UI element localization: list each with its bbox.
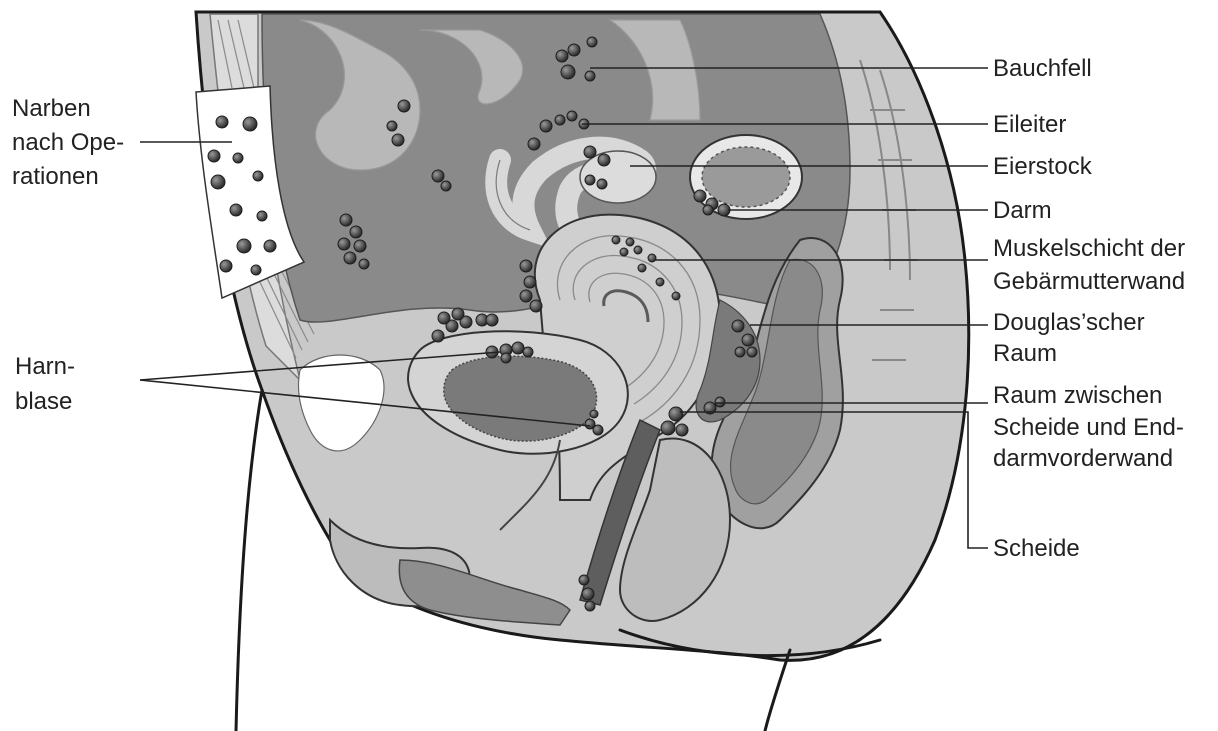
lesion-nodule: [528, 138, 540, 150]
lesion-nodule: [520, 260, 532, 272]
label-darm: Darm: [993, 197, 1052, 224]
lesion-nodule: [694, 190, 706, 202]
lesion-nodule: [584, 146, 596, 158]
lesion-nodule: [612, 236, 620, 244]
lesion-nodule: [582, 588, 594, 600]
lesion-nodule: [237, 239, 251, 253]
lesion-nodule: [579, 575, 589, 585]
lesion-nodule: [585, 71, 595, 81]
lesion-nodule: [669, 407, 683, 421]
label-bauchfell: Bauchfell: [993, 55, 1092, 82]
lesion-nodule: [747, 347, 757, 357]
lesion-nodule: [216, 116, 228, 128]
lesion-nodule: [350, 226, 362, 238]
lesion-nodule: [512, 342, 524, 354]
label-narben: Narben nach Ope- rationen: [12, 95, 131, 190]
lesion-nodule: [555, 115, 565, 125]
lesion-nodule: [598, 154, 610, 166]
label-eierstock: Eierstock: [993, 153, 1093, 180]
lesion-nodule: [590, 410, 598, 418]
lesion-nodule: [438, 312, 450, 324]
label-douglas: Douglas’scher Raum: [993, 309, 1151, 367]
label-muskelschicht: Muskelschicht der Gebärmutterwand: [993, 235, 1192, 295]
lesion-nodule: [561, 65, 575, 79]
lesion-nodule: [208, 150, 220, 162]
lesion-nodule: [233, 153, 243, 163]
label-harnblase: Harn- blase: [15, 353, 82, 415]
lesion-nodule: [432, 170, 444, 182]
lesion-nodule: [556, 50, 568, 62]
lesion-nodule: [338, 238, 350, 250]
lesion-nodule: [530, 300, 542, 312]
lesion-nodule: [661, 421, 675, 435]
lesion-nodule: [253, 171, 263, 181]
lesion-nodule: [676, 424, 688, 436]
lesion-nodule: [732, 320, 744, 332]
lesion-nodule: [486, 314, 498, 326]
lesion-nodule: [264, 240, 276, 252]
lesion-nodule: [638, 264, 646, 272]
lesion-nodule: [220, 260, 232, 272]
label-raum-zwischen: Raum zwischen Scheide und End- darmvorde…: [993, 382, 1190, 472]
label-eileiter: Eileiter: [993, 111, 1066, 138]
lesion-nodule: [354, 240, 366, 252]
lesion-nodule: [715, 397, 725, 407]
lesion-nodule: [520, 290, 532, 302]
lesion-nodule: [452, 308, 464, 320]
lesion-nodule: [585, 175, 595, 185]
bowel-loop-inner: [702, 147, 790, 207]
label-scheide: Scheide: [993, 535, 1080, 562]
lesion-nodule: [587, 37, 597, 47]
lesion-nodule: [620, 248, 628, 256]
lesion-nodule: [392, 134, 404, 146]
lesion-nodule: [585, 601, 595, 611]
lesion-nodule: [344, 252, 356, 264]
lesion-nodule: [567, 111, 577, 121]
lesion-nodule: [656, 278, 664, 286]
lesion-nodule: [398, 100, 410, 112]
lesion-nodule: [703, 205, 713, 215]
lesion-nodule: [626, 238, 634, 246]
lesion-nodule: [648, 254, 656, 262]
lesion-nodule: [540, 120, 552, 132]
lesion-nodule: [251, 265, 261, 275]
lesion-nodule: [230, 204, 242, 216]
lesion-nodule: [735, 347, 745, 357]
lesion-nodule: [634, 246, 642, 254]
lesion-nodule: [742, 334, 754, 346]
lesion-nodule: [359, 259, 369, 269]
lesion-nodule: [593, 425, 603, 435]
lesion-nodule: [672, 292, 680, 300]
lesion-nodule: [387, 121, 397, 131]
lesion-nodule: [501, 353, 511, 363]
lesion-nodule: [523, 347, 533, 357]
lesion-nodule: [441, 181, 451, 191]
lesion-nodule: [243, 117, 257, 131]
lesion-nodule: [340, 214, 352, 226]
lesion-nodule: [568, 44, 580, 56]
lesion-nodule: [257, 211, 267, 221]
lesion-nodule: [432, 330, 444, 342]
lesion-nodule: [524, 276, 536, 288]
lesion-nodule: [211, 175, 225, 189]
lesion-nodule: [597, 179, 607, 189]
